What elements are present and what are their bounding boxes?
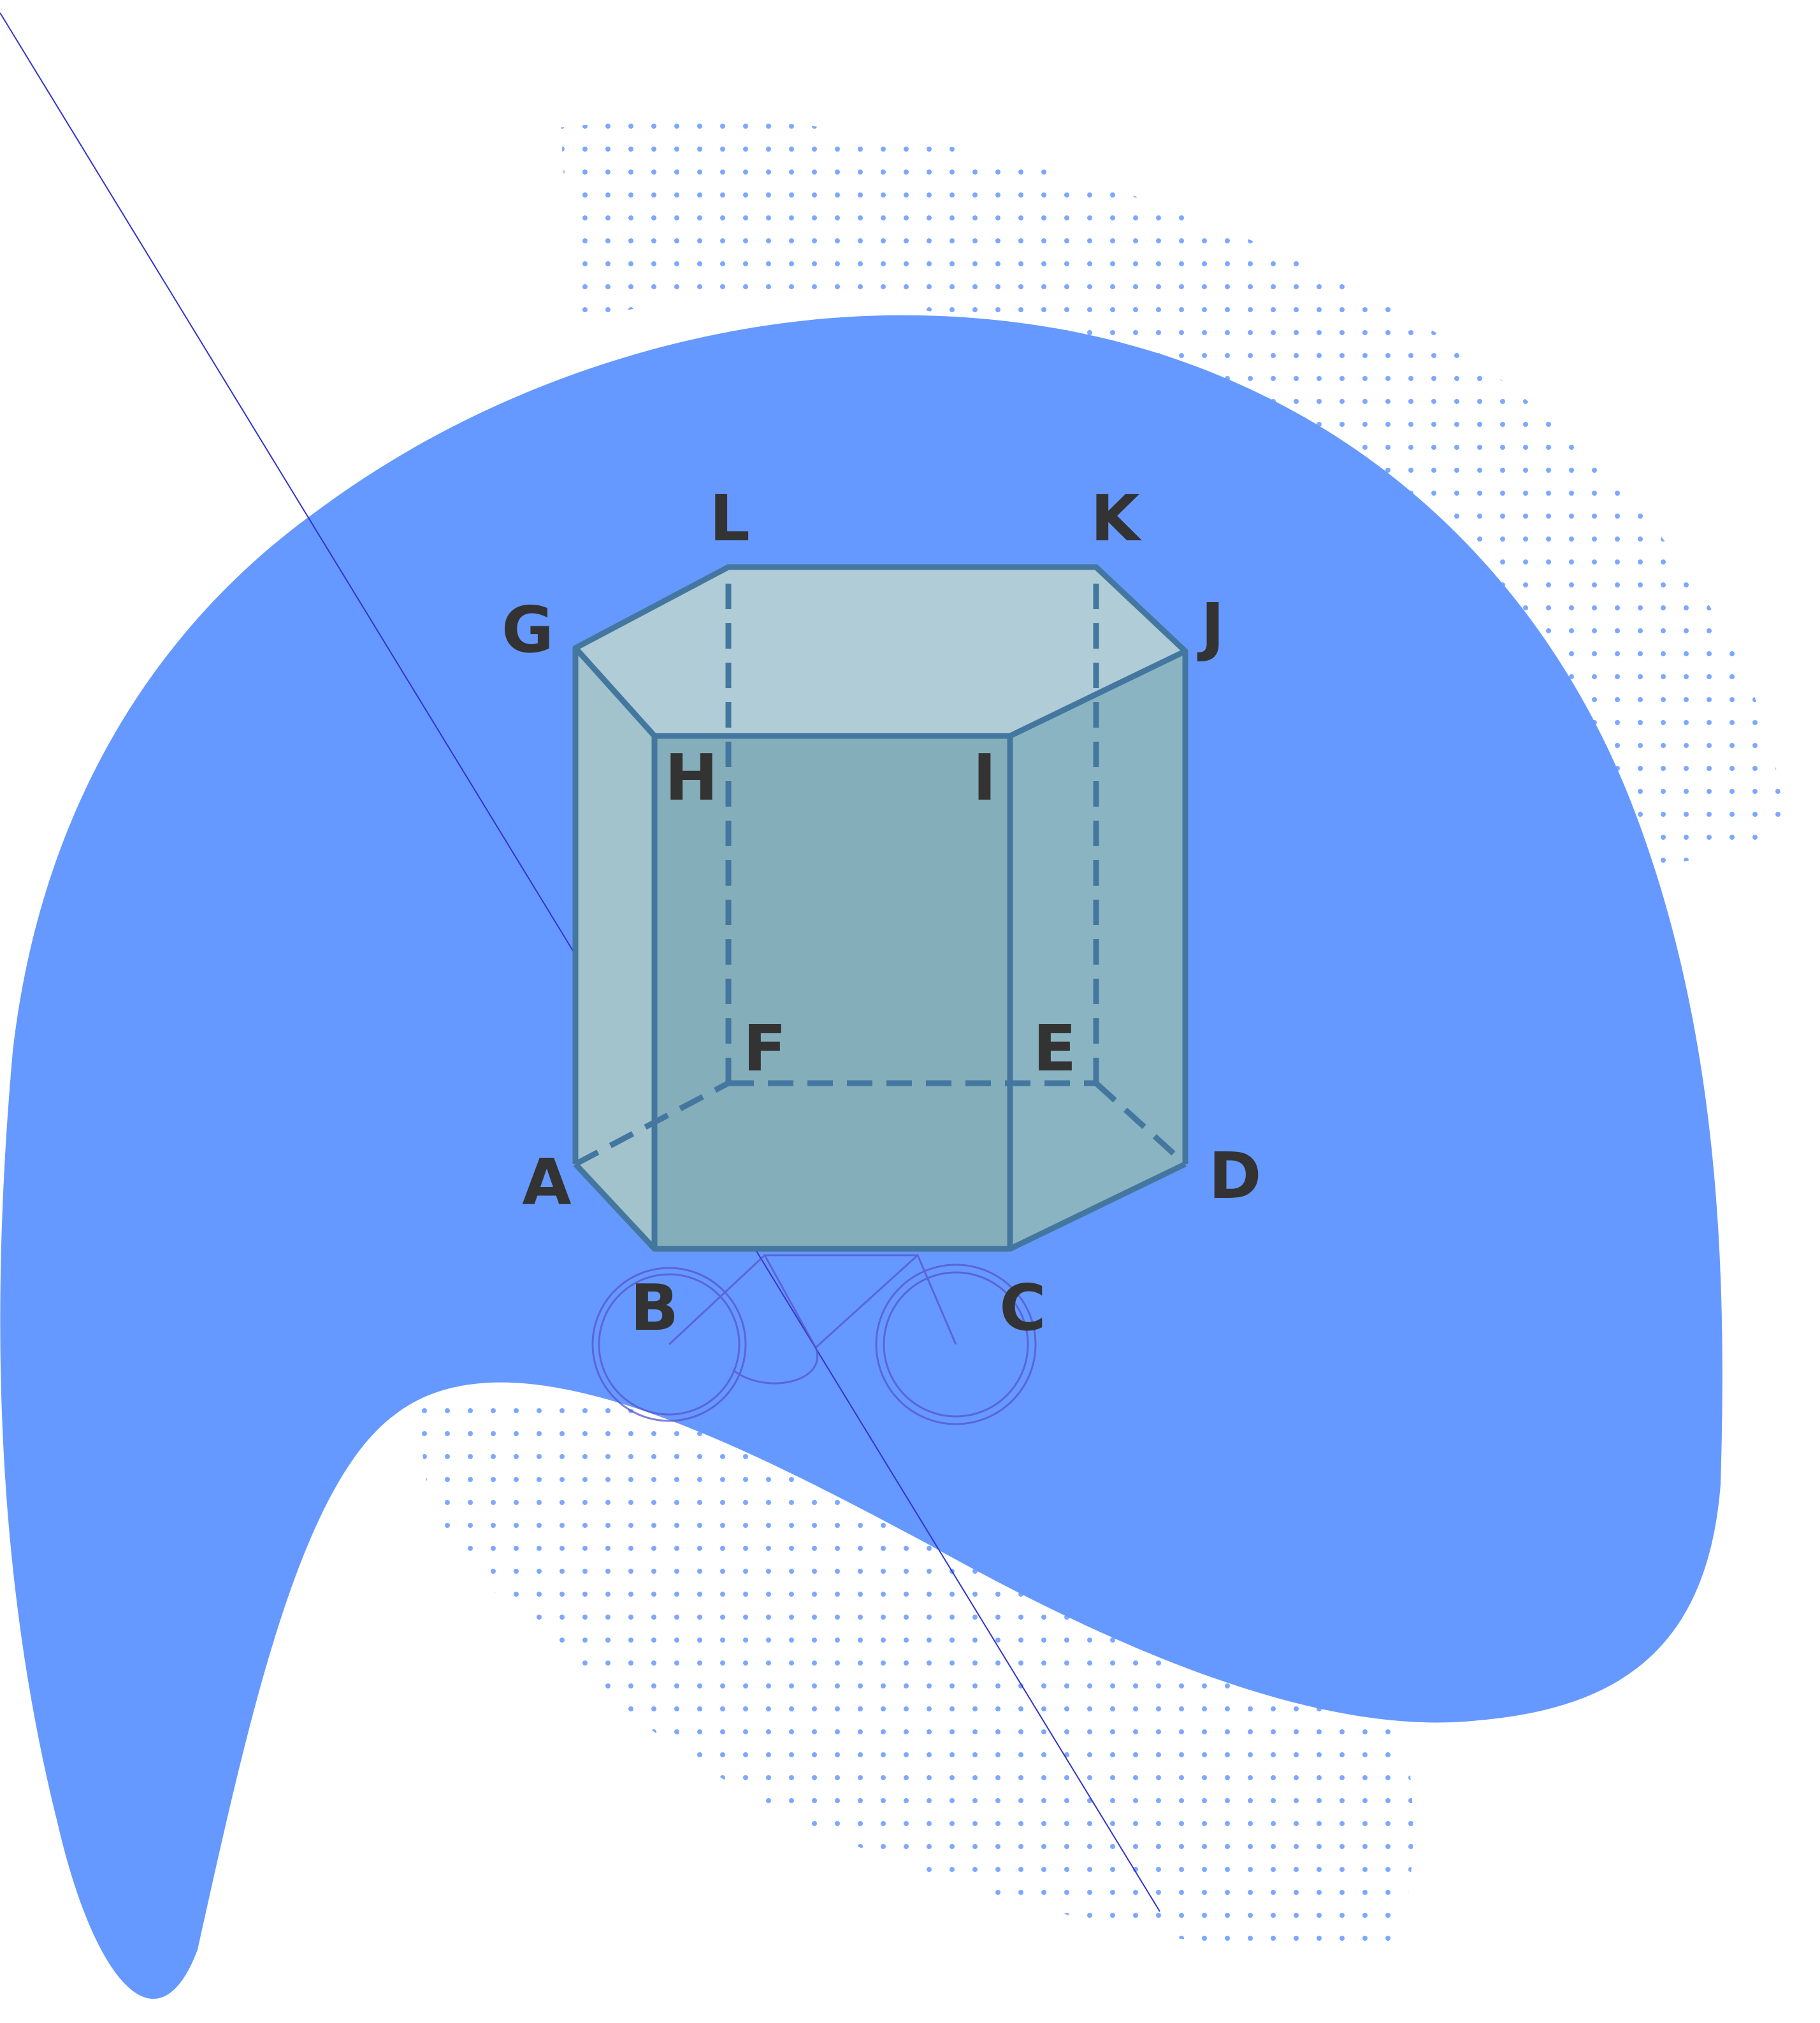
prism: [572, 564, 1188, 1252]
face-hi-cb: [654, 736, 1010, 1249]
visible-edges: [572, 564, 1188, 1252]
label-b: B: [630, 1271, 679, 1345]
label-g: G: [502, 593, 554, 667]
edge-e-d: [1094, 1081, 1188, 1167]
label-d: D: [1208, 1139, 1261, 1213]
label-a: A: [522, 1145, 571, 1220]
face-gh-ba: [575, 648, 654, 1249]
label-l: L: [709, 481, 750, 556]
vertex-labels: L K G J H I F E A D B C: [502, 481, 1262, 1345]
label-h: H: [665, 740, 718, 815]
label-c: C: [999, 1271, 1046, 1345]
label-f: F: [743, 1011, 786, 1086]
bottom-outline: [573, 1161, 1187, 1252]
label-k: K: [1090, 481, 1142, 556]
label-j: J: [1197, 589, 1224, 664]
top-face: [575, 567, 1185, 736]
label-e: E: [1033, 1011, 1076, 1086]
dot-pattern-bottom: [414, 1391, 1413, 1952]
label-i: I: [972, 740, 996, 815]
